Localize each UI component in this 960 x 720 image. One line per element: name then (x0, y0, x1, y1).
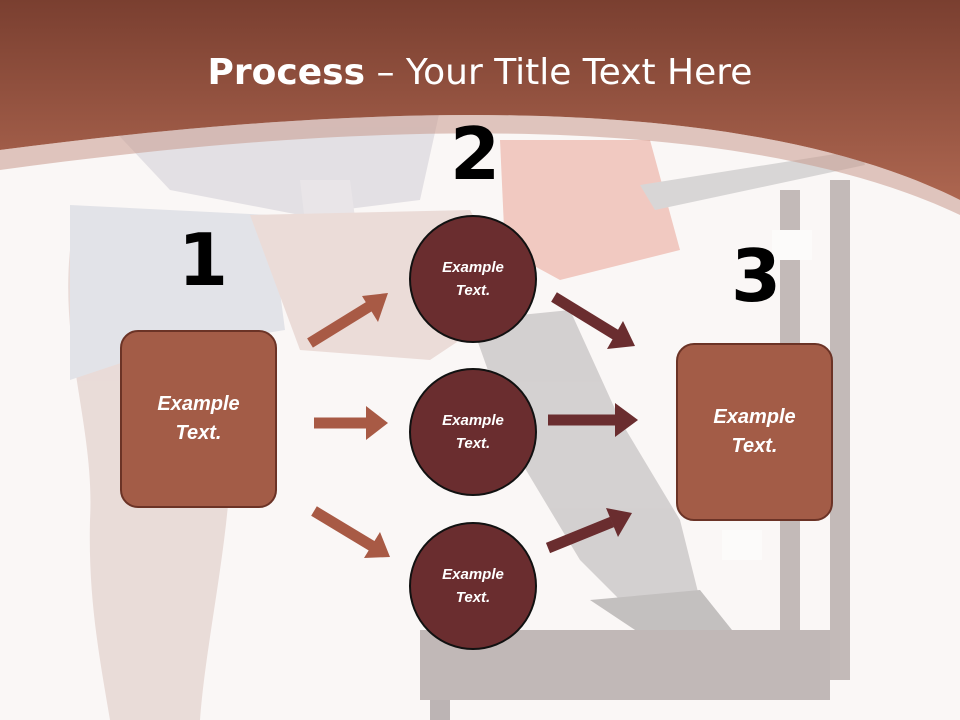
circle-top: Example Text. (409, 215, 537, 343)
arrow-1-to-bottom (311, 506, 390, 558)
step-number-2: 2 (450, 112, 501, 196)
title-rest: – Your Title Text Here (365, 52, 753, 93)
arrow-mid-to-3 (548, 403, 638, 437)
arrow-1-to-top (307, 293, 388, 348)
arrow-bottom-to-3 (545, 508, 632, 554)
title-bold: Process (207, 52, 366, 93)
circle-bottom-label: Example Text. (442, 566, 504, 606)
right-process-box: Example Text. (676, 343, 833, 521)
circle-top-label: Example Text. (442, 259, 504, 299)
right-box-label: Example Text. (713, 406, 796, 457)
arrow-1-to-mid (314, 406, 388, 440)
circle-middle-label: Example Text. (442, 412, 504, 452)
left-process-box: Example Text. (120, 330, 277, 508)
slide-title: Process – Your Title Text Here (0, 52, 960, 93)
circle-bottom: Example Text. (409, 522, 537, 650)
arrow-top-to-3 (551, 292, 635, 349)
circle-middle: Example Text. (409, 368, 537, 496)
step-number-3: 3 (731, 234, 782, 318)
left-box-label: Example Text. (157, 393, 240, 444)
step-number-1: 1 (178, 218, 229, 302)
